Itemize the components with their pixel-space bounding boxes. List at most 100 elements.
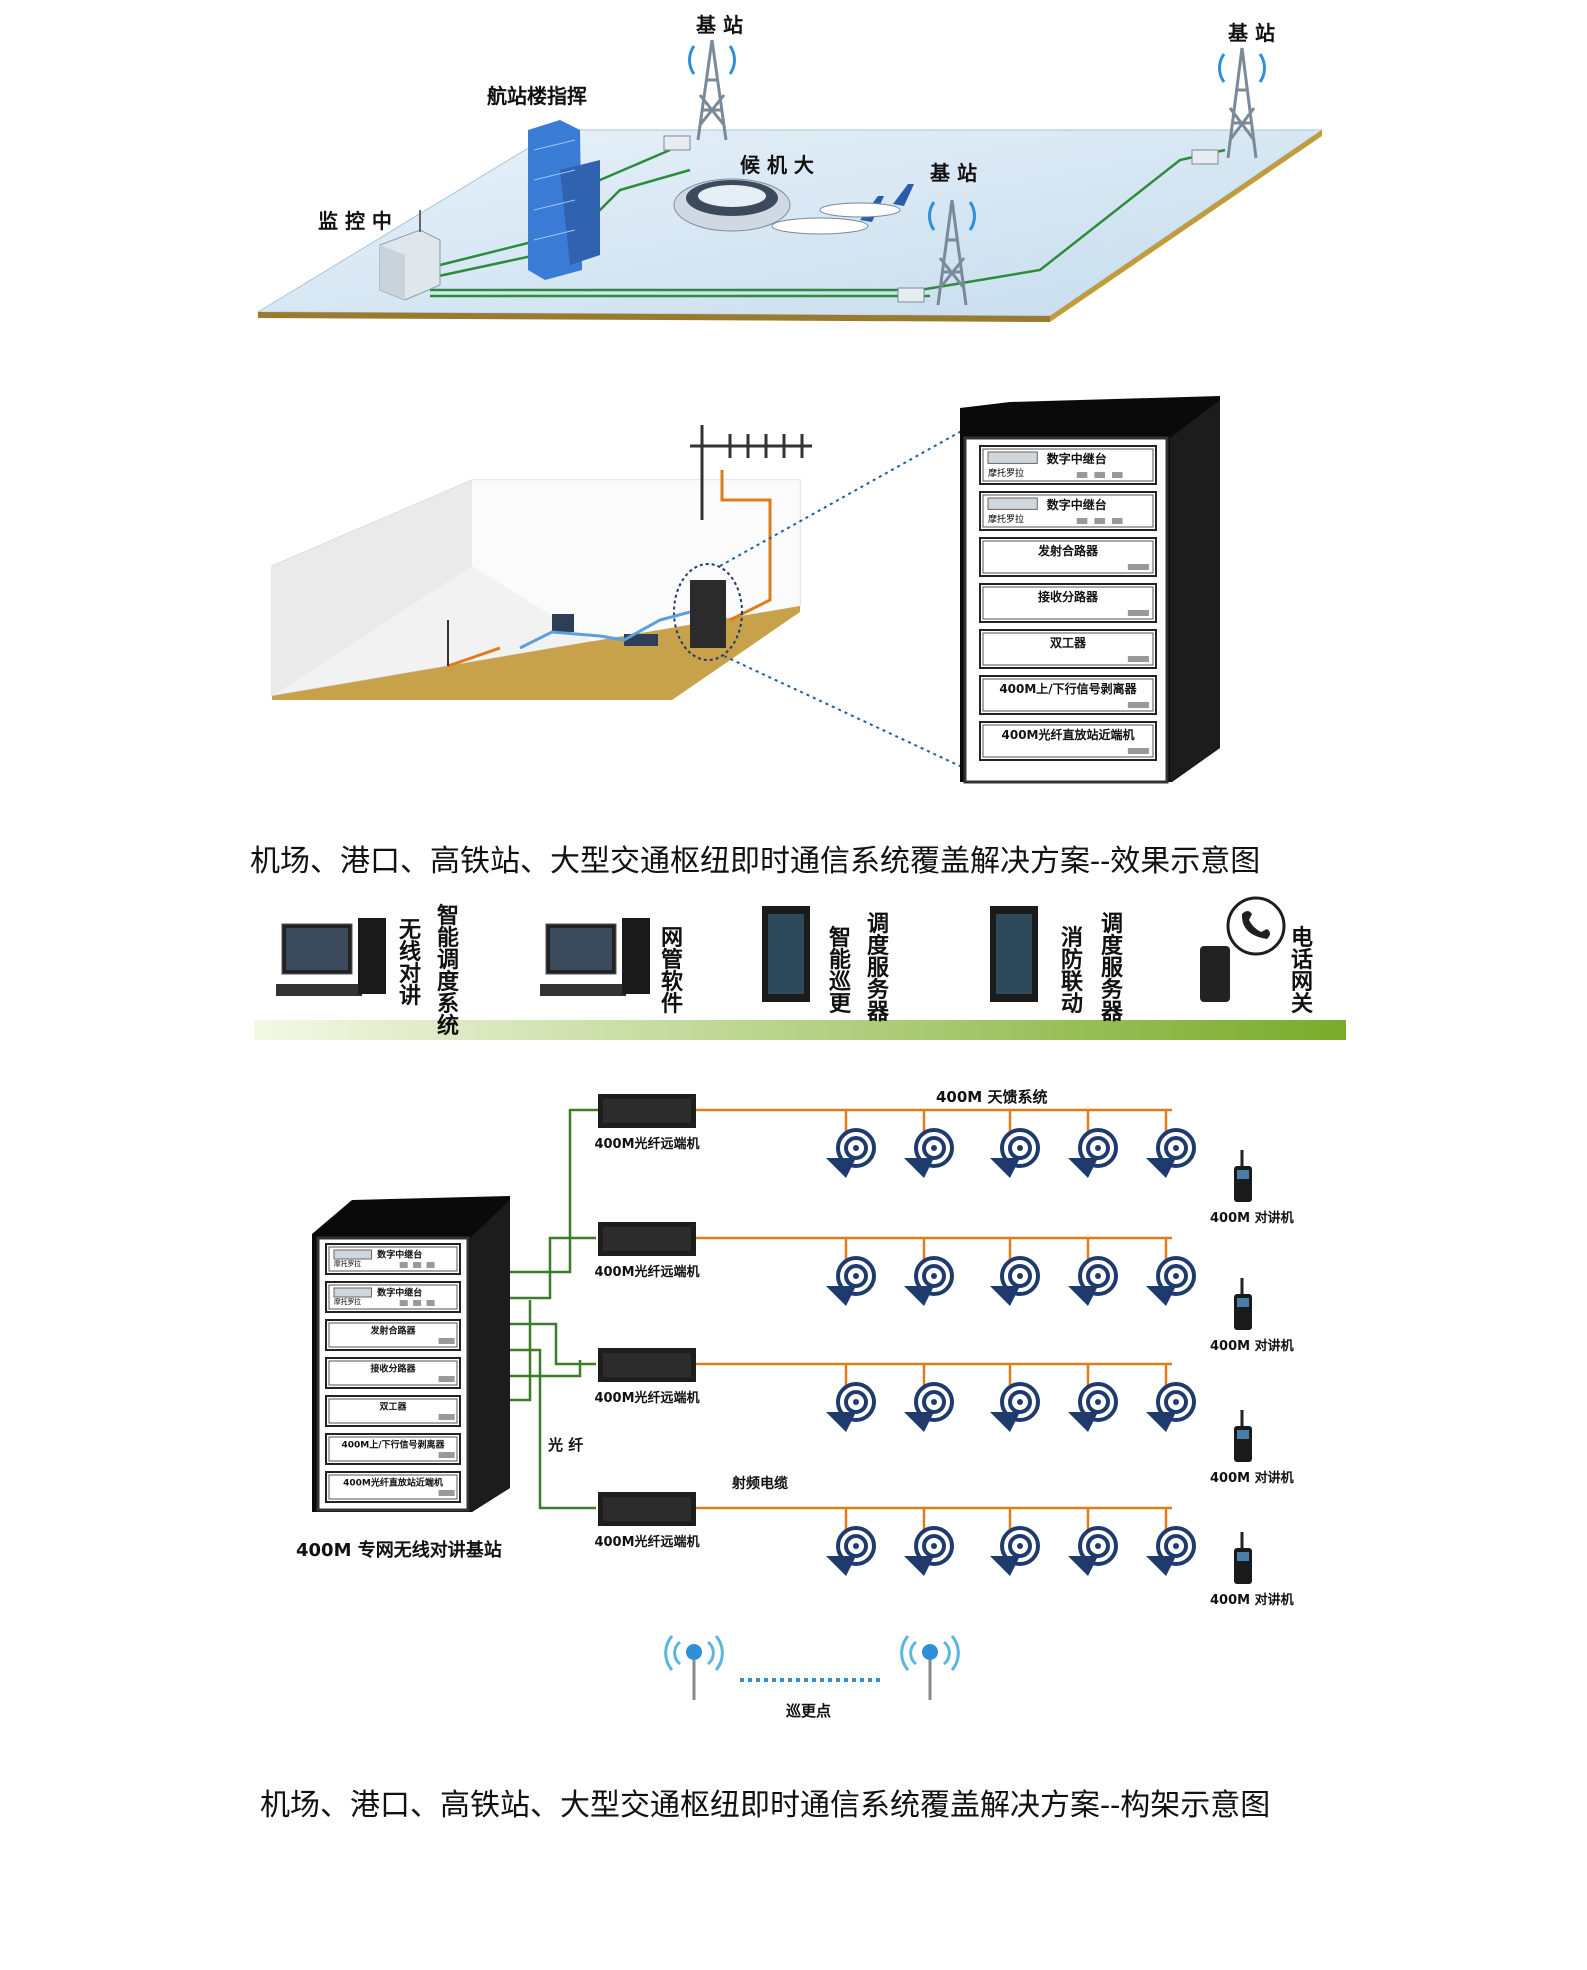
rack-units-top: 数字中继台摩托罗拉数字中继台摩托罗拉发射合路器接收分路器双工器400M上/下行信…	[979, 445, 1157, 761]
fiber-cables	[510, 1108, 600, 1510]
rack-brand-label: 摩托罗拉	[988, 513, 1024, 525]
ceiling-antenna-icon	[904, 1256, 954, 1306]
system-label: 智能巡更	[828, 926, 851, 1017]
ceiling-antenna-icon	[826, 1128, 876, 1178]
handsets: 400M 对讲机 400M 对讲机 400M 对讲机 400M 对讲机	[1210, 1150, 1294, 1608]
patrol-point-icon	[664, 1635, 724, 1700]
handset-icon: 400M 对讲机	[1210, 1278, 1294, 1354]
antenna-row: 400M光纤远端机	[594, 1348, 1196, 1432]
fiber-label: 光 纤	[547, 1436, 583, 1454]
system-label: 消防联动	[1060, 926, 1083, 1017]
terminal-tower-building	[528, 120, 600, 280]
handset-icon: 400M 对讲机	[1210, 1150, 1294, 1226]
monitor-center-label: 监 控 中	[318, 209, 392, 233]
rack-unit-label: 400M光纤直放站近端机	[343, 1477, 443, 1489]
rack-unit-label: 双工器	[1050, 636, 1087, 650]
rf-cable-label: 射频电缆	[731, 1475, 788, 1492]
system-label: 调度服务器	[866, 912, 889, 1025]
switch-icon	[624, 634, 658, 646]
remote-unit-icon	[663, 135, 1219, 303]
ceiling-antenna-icon	[1146, 1382, 1196, 1432]
system-label: 调度服务器	[1100, 912, 1123, 1025]
handset-icon: 400M 对讲机	[1210, 1532, 1294, 1608]
computer-icon	[552, 614, 574, 632]
system-label: 智能调度系统	[436, 904, 459, 1039]
rack-brand-label: 摩托罗拉	[334, 1259, 361, 1268]
rack-unit-label: 接收分路器	[370, 1363, 416, 1375]
airport-scene: 基 站 基 站 基 站 航站楼指挥 监 控 中 候 机 大	[256, 13, 1324, 322]
rack-unit-label: 400M上/下行信号剥离器	[341, 1439, 445, 1451]
base-station-label: 基 站	[930, 161, 977, 185]
handset-icon: 400M 对讲机	[1210, 1410, 1294, 1486]
rack-unit: 发射合路器	[979, 537, 1157, 577]
handset-label: 400M 对讲机	[1210, 1592, 1294, 1608]
rack-unit-label: 数字中继台	[1047, 497, 1107, 512]
rack-unit-label: 400M光纤直放站近端机	[1002, 727, 1135, 742]
server-rack-icon	[990, 906, 1038, 1002]
rack-brand-label: 摩托罗拉	[988, 467, 1024, 479]
remote-unit-label: 400M光纤远端机	[594, 1534, 699, 1550]
remote-unit-label: 400M光纤远端机	[594, 1390, 699, 1406]
remote-unit-label: 400M光纤远端机	[594, 1136, 699, 1152]
ceiling-antenna-icon	[1146, 1256, 1196, 1306]
base-station-tower-icon	[687, 39, 1267, 306]
antenna-row: 400M光纤远端机	[594, 1222, 1196, 1306]
antenna-rows: 400M光纤远端机 400M光纤远端机 400M光纤远端机 400M光纤远端机	[594, 1094, 1196, 1576]
rack-unit-label: 数字中继台	[377, 1287, 422, 1299]
rack-unit: 400M光纤直放站近端机	[325, 1471, 461, 1503]
ceiling-antenna-icon	[826, 1526, 876, 1576]
mini-rack-icon	[690, 580, 726, 648]
ceiling-antenna-icon	[990, 1256, 1040, 1306]
rack-unit-label: 双工器	[379, 1402, 407, 1413]
rack-unit-label: 发射合路器	[1037, 543, 1099, 558]
systems-icons	[276, 896, 1286, 1002]
rack-unit: 发射合路器	[325, 1319, 461, 1351]
server-rack-icon	[762, 906, 810, 1002]
ceiling-antenna-icon	[1068, 1128, 1118, 1178]
handset-label: 400M 对讲机	[1210, 1470, 1294, 1486]
ceiling-antenna-icon	[990, 1526, 1040, 1576]
ceiling-antenna-icon	[904, 1382, 954, 1432]
caption-architecture: 机场、港口、高铁站、大型交通枢纽即时通信系统覆盖解决方案--构架示意图	[260, 1788, 1271, 1823]
airplane-icon	[771, 184, 914, 235]
systems-bar	[254, 1020, 1346, 1040]
ceiling-antenna-icon	[826, 1256, 876, 1306]
antenna-row: 400M光纤远端机	[594, 1094, 1196, 1178]
ceiling-antenna-icon	[1068, 1382, 1118, 1432]
ceiling-antenna-icon	[1146, 1128, 1196, 1178]
rack-unit: 双工器	[325, 1395, 461, 1427]
rack-units-bottom: 数字中继台摩托罗拉数字中继台摩托罗拉发射合路器接收分路器双工器400M上/下行信…	[325, 1243, 461, 1503]
ceiling-antenna-icon	[1068, 1526, 1118, 1576]
rack-unit-label: 发射合路器	[369, 1325, 416, 1337]
ceiling-antenna-icon	[826, 1382, 876, 1432]
desktop-computer-icon	[276, 918, 386, 996]
system-label: 无线对讲	[398, 918, 421, 1009]
antenna-system-label: 400M 天馈系统	[936, 1088, 1047, 1106]
rack-unit-label: 400M上/下行信号剥离器	[999, 681, 1137, 696]
handset-label: 400M 对讲机	[1210, 1210, 1294, 1226]
ceiling-antenna-icon	[990, 1382, 1040, 1432]
patrol-points	[664, 1635, 960, 1700]
system-label: 网管软件	[660, 926, 683, 1017]
base-station-label: 基 站	[696, 13, 743, 37]
monitoring-center-building	[379, 210, 441, 301]
rack-unit-label: 数字中继台	[1047, 451, 1107, 466]
antenna-row: 400M光纤远端机	[594, 1492, 1196, 1576]
ceiling-antenna-icon	[1146, 1526, 1196, 1576]
rack-unit: 接收分路器	[979, 583, 1157, 623]
caption-effect: 机场、港口、高铁站、大型交通枢纽即时通信系统覆盖解决方案--效果示意图	[250, 844, 1261, 879]
rack-unit: 双工器	[979, 629, 1157, 669]
system-label: 电话网关	[1290, 926, 1313, 1017]
rack-unit-label: 接收分路器	[1038, 589, 1099, 604]
rack-brand-label: 摩托罗拉	[334, 1297, 361, 1306]
waiting-hall-building	[673, 178, 791, 232]
desktop-computer-icon	[540, 918, 650, 996]
base-station-label: 基 站	[1228, 21, 1275, 45]
patrol-label: 巡更点	[786, 1702, 831, 1720]
yagi-antenna-icon	[690, 425, 812, 520]
room-floor	[272, 606, 800, 700]
